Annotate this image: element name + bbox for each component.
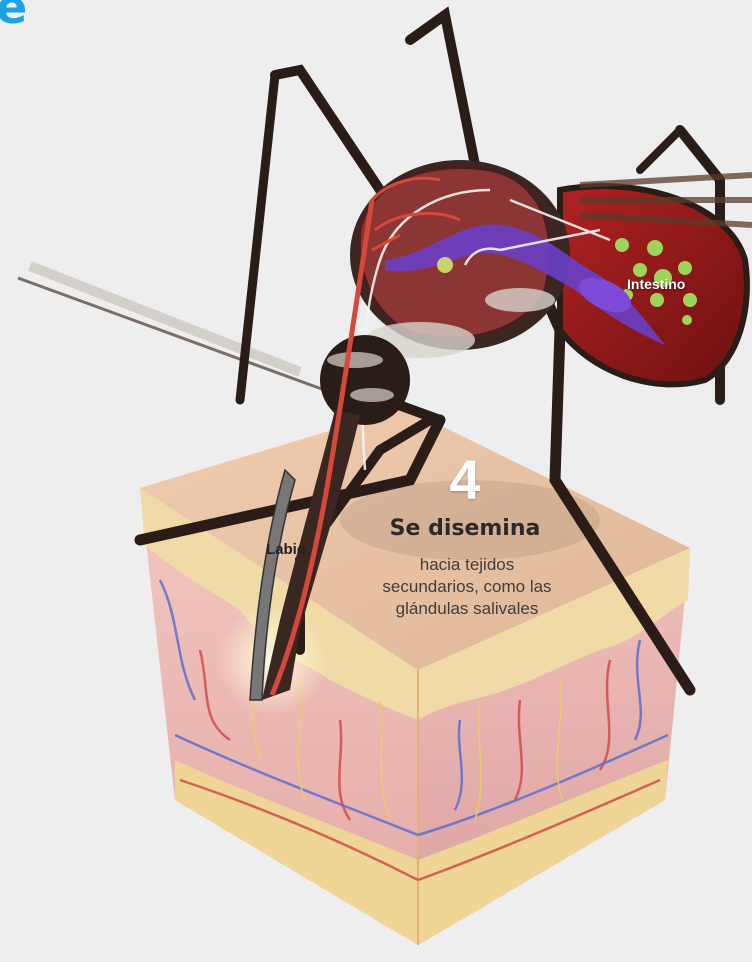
virus-in-thorax xyxy=(437,257,453,273)
labio-label: Labio xyxy=(266,541,306,558)
mosquito-antenna xyxy=(18,266,330,392)
step-description: hacia tejidos secundarios, como las glán… xyxy=(370,554,564,620)
mosquito-wing xyxy=(580,175,752,225)
step-title: Se disemina xyxy=(365,516,565,541)
step-number: 4 xyxy=(420,452,510,508)
mosquito-head xyxy=(320,335,410,425)
intestino-label: Intestino xyxy=(627,276,685,292)
corner-letter: e xyxy=(0,0,27,30)
